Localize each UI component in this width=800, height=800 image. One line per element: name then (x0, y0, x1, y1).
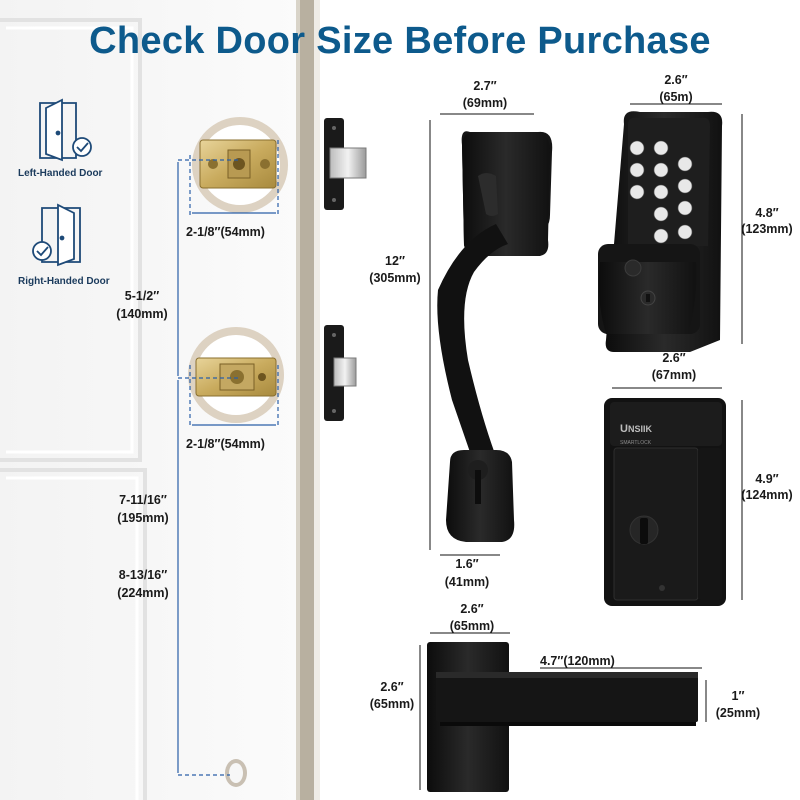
handleset-drawing (437, 131, 553, 542)
inside-height-mm-label: (124mm) (741, 488, 793, 502)
inside-width-mm-label: (67mm) (651, 368, 697, 382)
handle-width-in-label: 2.7′′ (473, 79, 497, 93)
height-b-mm-label: (224mm) (117, 586, 169, 600)
keypad-dimension-lines (630, 103, 743, 344)
handle-height-mm-label: (305mm) (369, 271, 421, 285)
keypad-width-in-label: 2.6′′ (664, 73, 688, 87)
deadbolt-bore (192, 117, 288, 213)
handle-base-in-label: 1.6′′ (455, 557, 479, 571)
brand-logo-sub: SMARTLOCK (620, 440, 652, 446)
keypad-width-mm-label: (65m) (659, 90, 693, 104)
lever-plate-height-in-label: 2.6′′ (380, 680, 404, 694)
height-a-in-label: 7-11/16′′ (119, 493, 167, 507)
lever-plate-width-in-label: 2.6′′ (460, 602, 484, 616)
lever-plate-width-mm-label: (65mm) (449, 619, 495, 633)
spacing-in-label: 5-1/2′′ (124, 289, 160, 303)
lever-plate-height-mm-label: (65mm) (369, 697, 415, 711)
inside-width-in-label: 2.6′′ (662, 351, 686, 365)
lever-length-label: 4.7′′(120mm) (540, 654, 615, 668)
keypad-buttons (629, 140, 693, 244)
inside-height-in-label: 4.9′′ (755, 472, 779, 486)
latch-bore (188, 327, 284, 423)
door-dimension-lines (178, 140, 279, 776)
page-title: Check Door Size Before Purchase (89, 20, 711, 62)
handle-dimension-lines (429, 113, 534, 556)
keypad-height-mm-label: (123mm) (741, 222, 793, 236)
height-b-in-label: 8-13/16′′ (118, 568, 168, 582)
keypad-height-in-label: 4.8′′ (755, 206, 779, 220)
lever-thickness-in-label: 1′′ (731, 689, 745, 703)
latch-edge-plate (324, 325, 357, 421)
lever-thickness-mm-label: (25mm) (715, 706, 761, 720)
backset-top-label: 2-1/8′′(54mm) (186, 225, 265, 239)
right-handed-door-label: Right-Handed Door (18, 276, 110, 287)
handle-base-mm-label: (41mm) (444, 575, 490, 589)
handle-width-mm-label: (69mm) (462, 96, 508, 110)
inside-unit-drawing (604, 398, 726, 606)
height-a-mm-label: (195mm) (117, 511, 169, 525)
right-handed-door-icon (32, 203, 81, 267)
deadbolt-edge-plate (324, 118, 367, 210)
handle-height-in-label: 12′′ (385, 254, 405, 268)
inside-unit-dimension-lines (612, 387, 743, 600)
spacing-mm-label: (140mm) (116, 307, 168, 321)
lever-drawing (427, 642, 698, 792)
left-handed-door-label: Left-Handed Door (18, 168, 103, 179)
lever-dimension-lines (419, 632, 707, 790)
left-handed-door-icon (39, 98, 92, 162)
backset-bottom-label: 2-1/8′′(54mm) (186, 437, 265, 451)
brand-logo-mark: UNSIIK (620, 423, 652, 435)
